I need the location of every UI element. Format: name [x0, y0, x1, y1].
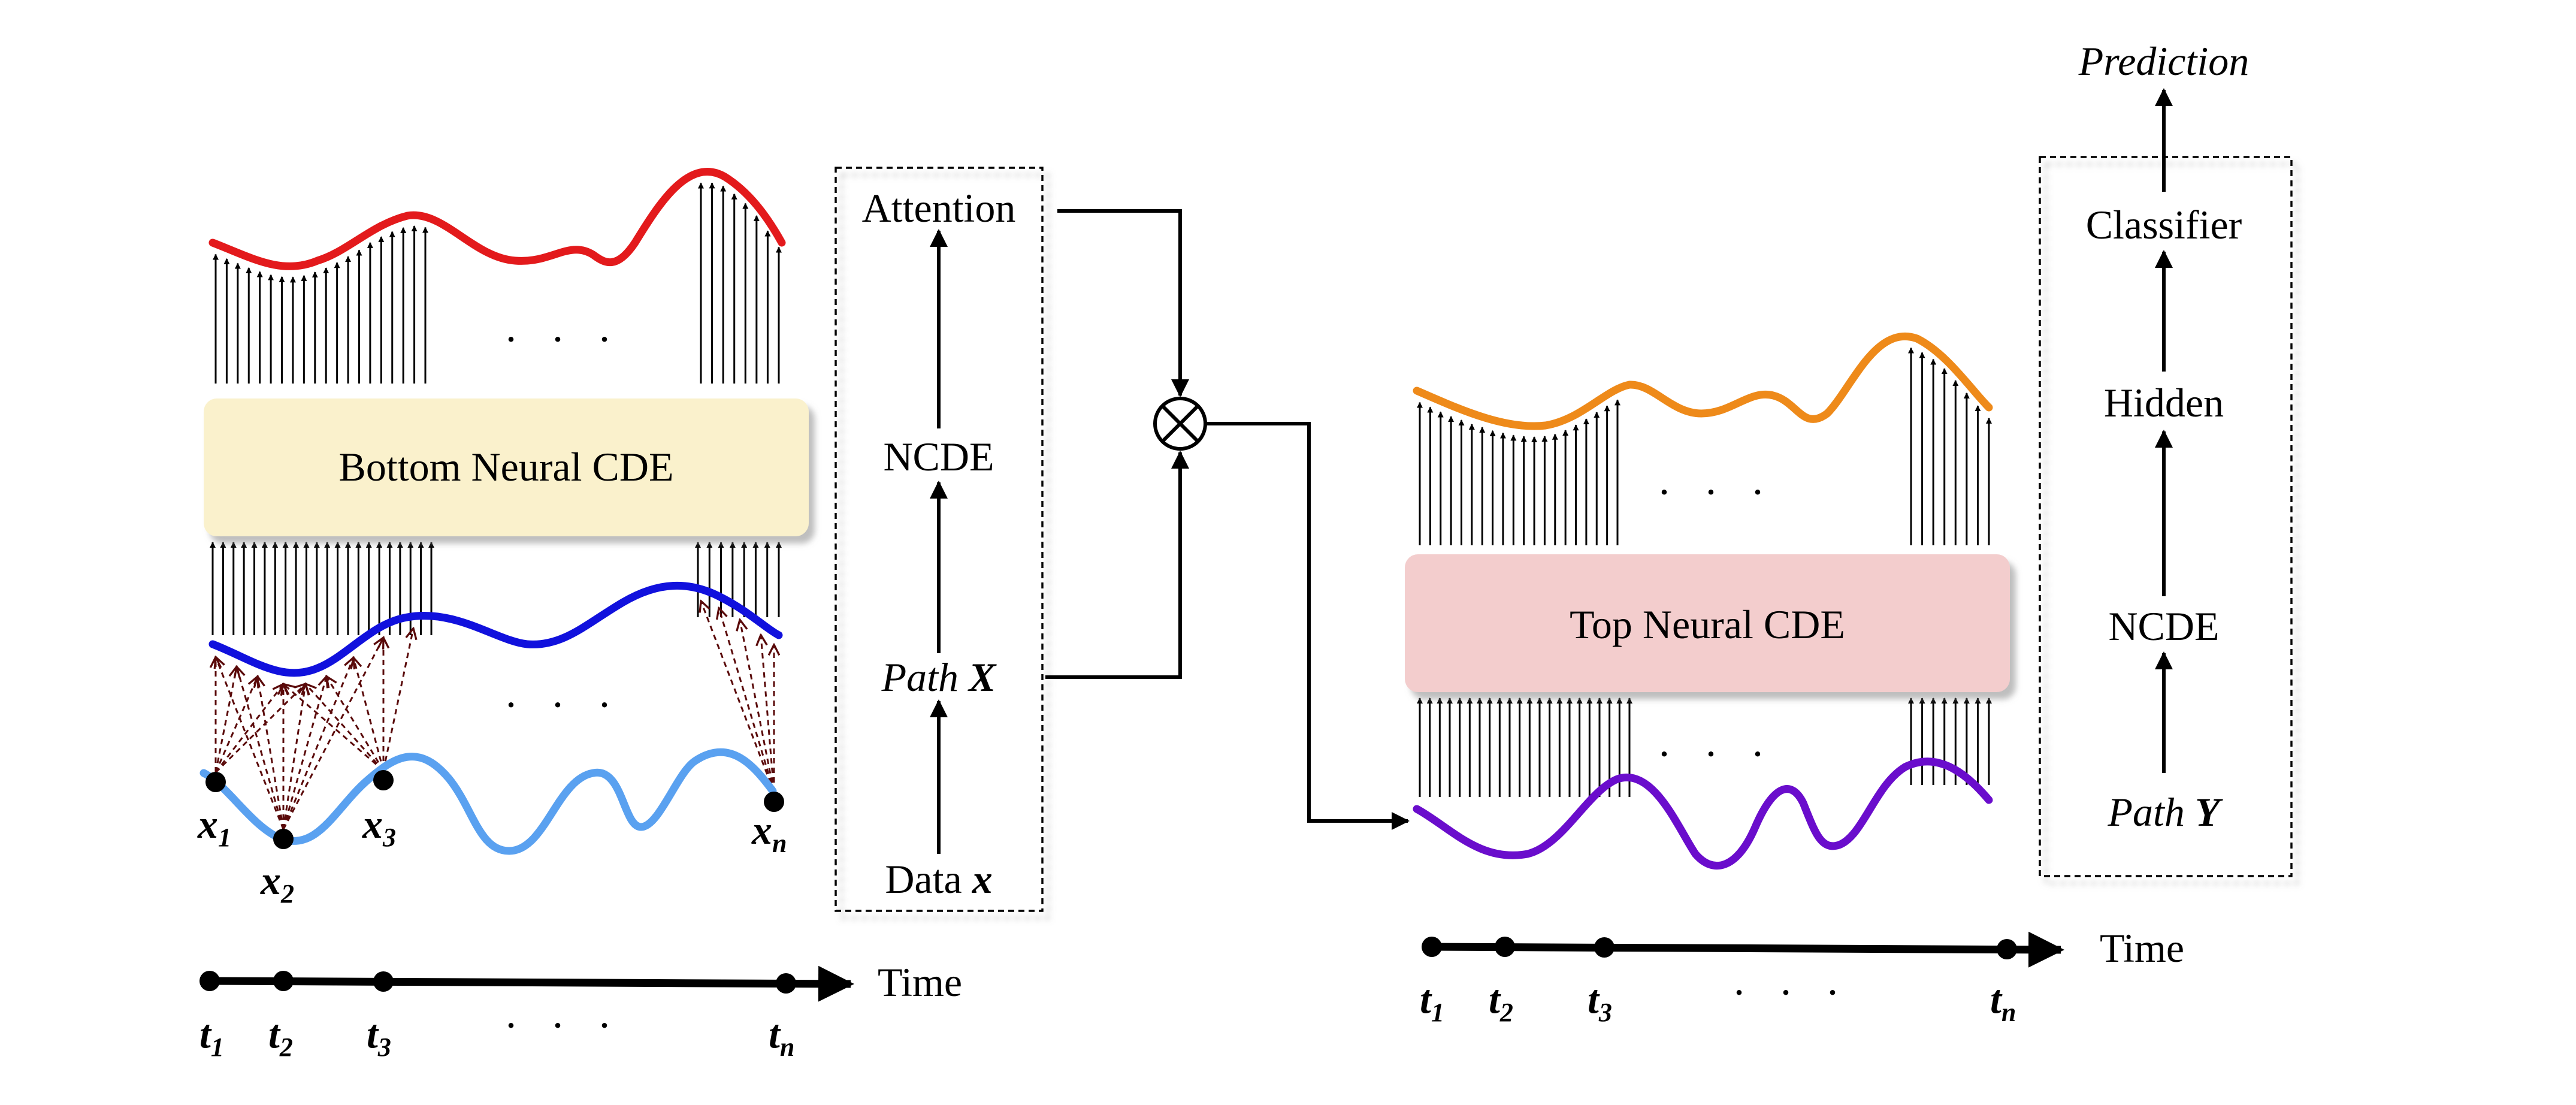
prediction-label: Prediction: [2078, 38, 2250, 84]
sampling-arrow-18: [382, 629, 413, 771]
top-time-tick-t1: [1422, 937, 1442, 957]
sampling-arrow-14: [306, 684, 385, 772]
top-time-label-t2: t2: [1489, 976, 1513, 1027]
time-tick-t2: [273, 971, 294, 991]
svg-text:tn: tn: [1990, 976, 2016, 1027]
sampling-arrow-2: [214, 677, 258, 773]
bottom-neural-cde-box: [204, 398, 809, 536]
svg-text:t3: t3: [367, 1011, 391, 1062]
time-label-ellipsis: · · ·: [504, 1001, 622, 1049]
svg-text:x1: x1: [197, 801, 231, 852]
step-classifier: Classifier: [2086, 202, 2242, 247]
bottom-pipeline: Data x Path X NCDE Attention: [835, 167, 1044, 912]
bottom-output-curve: [208, 168, 786, 270]
step-path-y: Path Y: [2108, 789, 2223, 835]
sampling-arrow-4: [214, 684, 306, 774]
sample-point-xn: [764, 792, 784, 812]
bottom-path-ellipsis: · · ·: [504, 681, 622, 729]
top-output-curve: [1413, 333, 1993, 430]
sampling-arrow-12: [282, 638, 383, 830]
sampling-arrow-13: [283, 684, 384, 772]
bottom-time-label: Time: [878, 959, 962, 1005]
sampling-arrow-10: [282, 677, 326, 830]
bottom-upper-arrows: [213, 182, 782, 384]
top-time-label-ellipsis: · · ·: [1732, 968, 1851, 1016]
arrow-path-to-combine: [1045, 451, 1189, 679]
svg-text:x2: x2: [260, 858, 294, 908]
top-time-label-t3: t3: [1588, 976, 1612, 1027]
combine-section: [1045, 209, 1410, 830]
top-lower-arrows: [1417, 698, 1992, 797]
sampling-arrow-19: [701, 601, 775, 793]
svg-text:t2: t2: [268, 1011, 293, 1062]
bottom-input-curve: [199, 748, 777, 855]
step-attention: Attention: [862, 185, 1016, 231]
top-time-label: Time: [2100, 925, 2184, 971]
multiply-operator-cross-b: [1160, 404, 1200, 443]
svg-text:x3: x3: [362, 801, 396, 852]
top-upper-arrows: [1417, 347, 1992, 545]
sampling-arrow-11: [282, 657, 353, 830]
top-output-ellipsis: · · ·: [1657, 468, 1776, 516]
top-time-label-t1: t1: [1420, 976, 1444, 1027]
svg-text:t1: t1: [1420, 976, 1444, 1027]
sample-point-x3: [373, 770, 394, 790]
top-time-label-tn: tn: [1990, 976, 2016, 1027]
top-neural-cde-box: [1405, 554, 2010, 692]
step-hidden: Hidden: [2104, 380, 2224, 425]
arrow-attention-to-combine: [1057, 209, 1189, 397]
bottom-output-ellipsis: · · ·: [504, 315, 622, 363]
step-path-x: Path X: [881, 654, 997, 700]
point-label-x3: x3: [362, 801, 396, 852]
svg-text:xn: xn: [751, 807, 787, 858]
bottom-neural-cde-title: Bottom Neural CDE: [338, 444, 673, 490]
point-label-x2: x2: [260, 858, 294, 908]
bottom-lower-arrows: [210, 542, 782, 635]
top-time-tick-t2: [1495, 937, 1515, 957]
top-neural-cde-title: Top Neural CDE: [1570, 602, 1845, 647]
sampling-arrow-3: [214, 684, 283, 773]
sampling-arrow-16: [353, 657, 385, 771]
sampling-arrow-7: [258, 677, 285, 830]
top-input-curve: [1413, 757, 1993, 870]
time-tick-t3: [373, 971, 394, 992]
bottom-path-curve: [208, 581, 783, 677]
point-label-x1: x1: [197, 801, 231, 852]
time-label-t2: t2: [268, 1011, 293, 1062]
sampling-arrow-22: [761, 635, 775, 793]
svg-text:tn: tn: [769, 1011, 794, 1062]
time-tick-t1: [199, 971, 220, 991]
time-tick-tn: [776, 973, 796, 994]
sample-point-x2: [273, 829, 294, 849]
arrow-combine-to-top: [1205, 422, 1410, 830]
step-data-x: Data x: [885, 856, 992, 902]
top-neural-cde-section: · · · Top Neural CDE · · · Time t1 t2 t3…: [1405, 333, 2184, 1027]
point-label-xn: xn: [751, 807, 787, 858]
top-time-tick-tn: [1997, 939, 2017, 959]
bottom-time-axis: [209, 965, 854, 1002]
time-label-t3: t3: [367, 1011, 391, 1062]
step-top-ncde: NCDE: [2108, 603, 2219, 649]
svg-text:t3: t3: [1588, 976, 1612, 1027]
sample-point-x1: [205, 772, 226, 792]
sampling-arrow-21: [740, 620, 775, 793]
sampling-arrow-1: [214, 667, 237, 773]
sampling-arrow-5: [216, 657, 285, 830]
svg-text:t1: t1: [199, 1011, 224, 1062]
time-label-t1: t1: [199, 1011, 224, 1062]
step-ncde: NCDE: [883, 434, 994, 479]
bottom-sampling-arrows: [214, 601, 775, 830]
top-time-axis: [1431, 931, 2064, 968]
bottom-pipeline-frame: [835, 167, 1044, 912]
svg-text:t2: t2: [1489, 976, 1513, 1027]
top-input-ellipsis: · · ·: [1657, 730, 1776, 778]
time-label-tn: tn: [769, 1011, 794, 1062]
sampling-arrow-9: [282, 684, 306, 830]
top-time-tick-t3: [1594, 937, 1614, 958]
top-pipeline: Path Y NCDE Hidden Classifier Prediction: [2039, 38, 2293, 877]
bottom-neural-cde-section: Bottom Neural CDE · · · · · · x1 x2 x3 x…: [197, 168, 962, 1062]
sampling-arrow-20: [719, 608, 775, 793]
